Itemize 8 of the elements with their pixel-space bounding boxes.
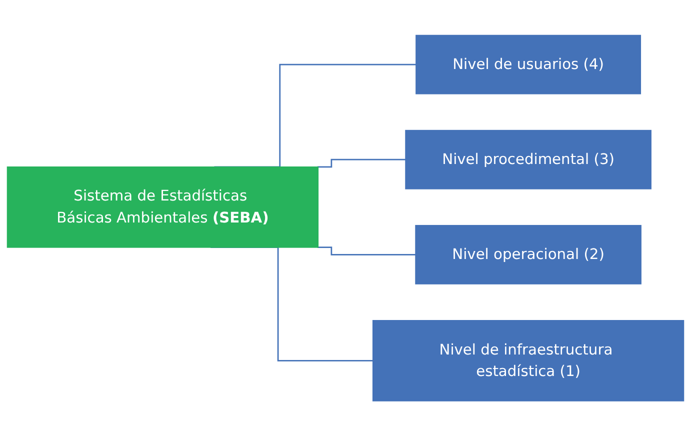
- node-box: Nivel procedimental (3): [405, 130, 652, 190]
- node-box: Nivel operacional (2): [415, 225, 642, 285]
- connector: [214, 64, 416, 168]
- node-box: Nivel de infraestructura estadística (1): [372, 320, 684, 402]
- node-box: Sistema de Estadísticas Básicas Ambientales (SEBA): [6, 166, 319, 248]
- node-box: Nivel de usuarios (4): [416, 35, 642, 95]
- connector: [317, 247, 416, 256]
- connector: [317, 159, 406, 168]
